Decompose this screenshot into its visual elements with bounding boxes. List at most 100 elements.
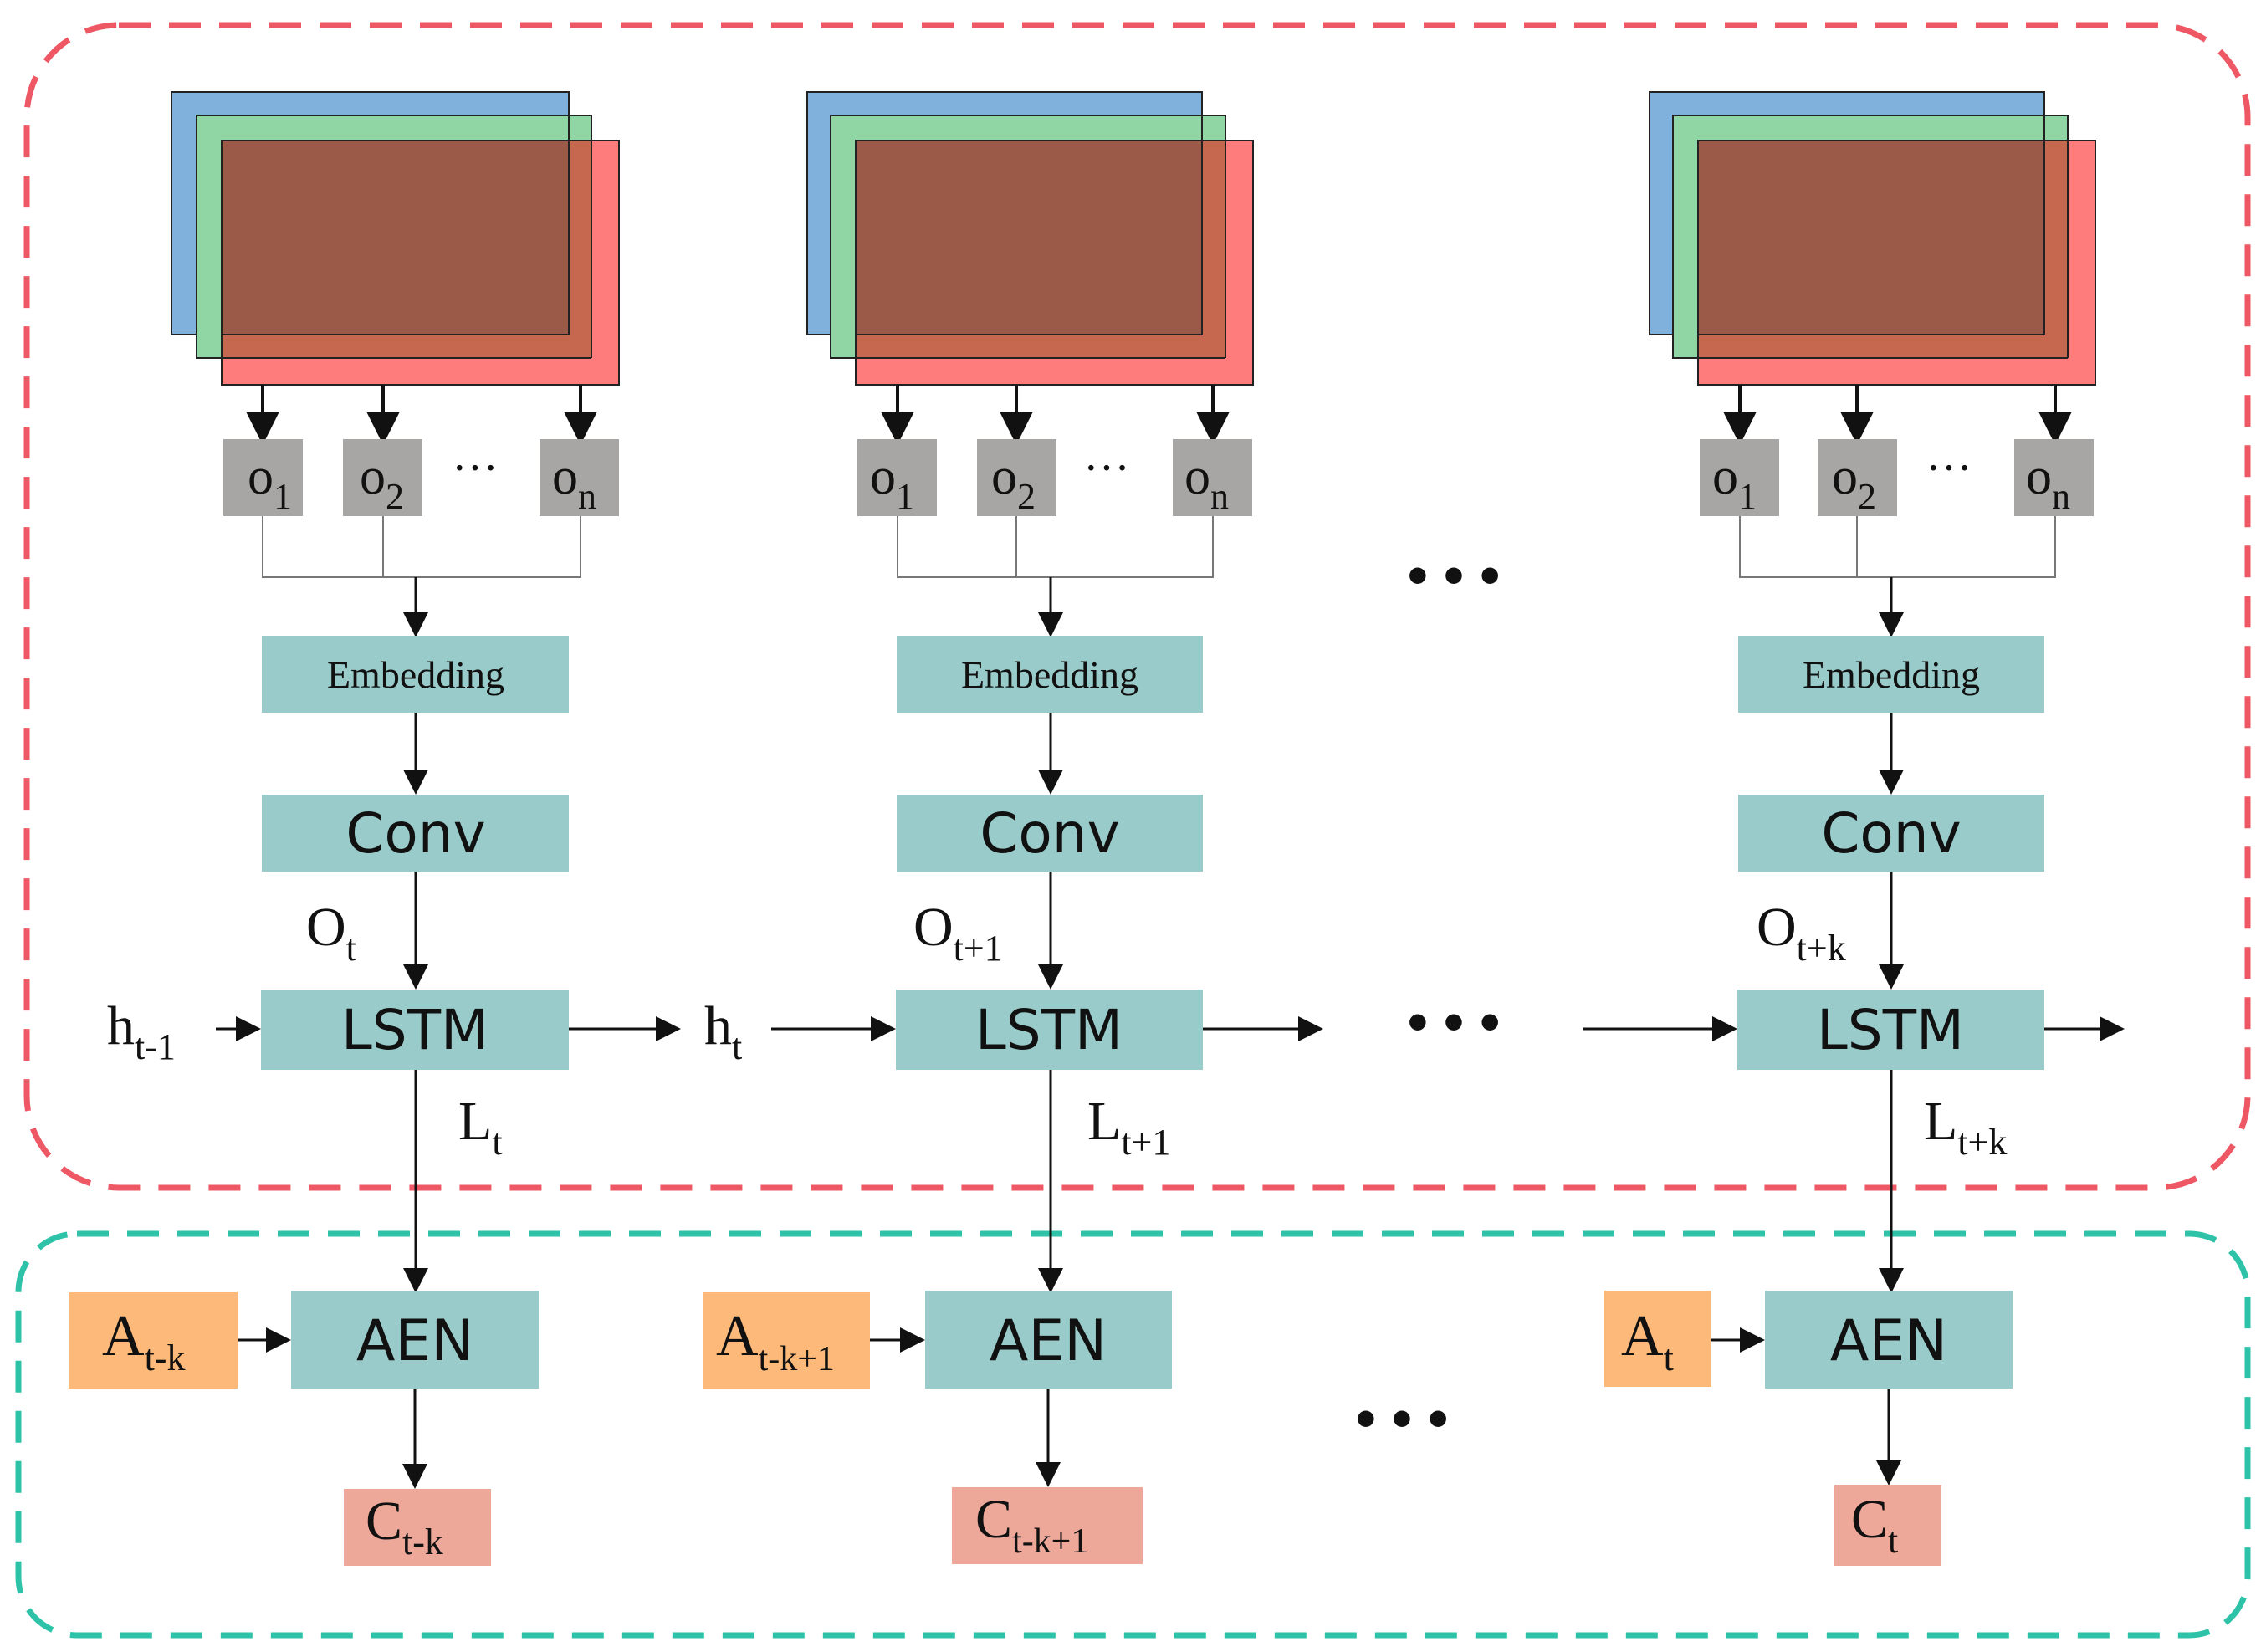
frame-overlap xyxy=(1698,141,2044,335)
encoder-region-border xyxy=(23,22,2251,1191)
frame-overlap-green-edge xyxy=(2044,141,2068,358)
observation-label: o xyxy=(2026,448,2052,505)
embedding-box xyxy=(1738,636,2044,713)
conv-box xyxy=(897,795,1203,872)
svg-text:Ct-k+1: Ct-k+1 xyxy=(975,1489,1088,1561)
svg-text:on: on xyxy=(552,448,596,517)
svg-text:Ot+k: Ot+k xyxy=(1757,897,1846,969)
svg-text:o1: o1 xyxy=(248,448,292,517)
observation-box-n: on xyxy=(540,439,619,517)
svg-text:Ct-k: Ct-k xyxy=(366,1491,443,1562)
frame-overlap xyxy=(856,141,1202,335)
hidden-state-label: h xyxy=(107,995,135,1056)
svg-text:Lt+1: Lt+1 xyxy=(1087,1091,1170,1163)
observation-box-2: o2 xyxy=(343,439,422,517)
svg-text:o2: o2 xyxy=(360,448,404,517)
observation-label: o xyxy=(248,448,274,505)
output-label: C xyxy=(975,1489,1012,1550)
output-subscript: t xyxy=(1888,1520,1898,1561)
frame-outline xyxy=(221,140,620,386)
observation-subscript: 2 xyxy=(1858,476,1876,517)
frame-outline xyxy=(855,140,1254,386)
observation-box-n: on xyxy=(2014,439,2094,517)
ellipsis-icon: • • • xyxy=(1407,989,1501,1056)
observation-ellipsis: ··· xyxy=(452,442,499,494)
svg-text:o2: o2 xyxy=(991,448,1036,517)
svg-text:on: on xyxy=(2026,448,2070,517)
action-subscript: t-k xyxy=(145,1337,186,1378)
observation-label: o xyxy=(870,448,896,505)
o-subscript: t xyxy=(346,928,356,969)
aen-label: AEN xyxy=(990,1308,1107,1374)
hidden-state-subscript: t xyxy=(732,1026,742,1067)
o-subscript: t+k xyxy=(1797,928,1846,969)
o-label: O xyxy=(306,897,346,958)
observation-label: o xyxy=(360,448,386,505)
lstm-label: LSTM xyxy=(975,998,1123,1062)
l-label: L xyxy=(458,1091,492,1152)
svg-text:Ot: Ot xyxy=(306,897,356,969)
o-subscript: t+1 xyxy=(954,928,1003,969)
observation-frames xyxy=(171,91,620,386)
aen-box xyxy=(291,1291,539,1389)
output-box xyxy=(1834,1485,1941,1566)
aen-box xyxy=(1765,1291,2013,1389)
l-subscript: t+k xyxy=(1957,1122,2007,1163)
l-label: L xyxy=(1087,1091,1121,1152)
o-label: O xyxy=(1757,897,1797,958)
output-label: C xyxy=(366,1491,402,1552)
lstm-box xyxy=(1737,990,2044,1070)
observation-frames xyxy=(1649,91,2096,386)
frame-overlap xyxy=(222,141,569,335)
column-3: o1 o2 ··· on Embedding Conv Ot+k LSTM xyxy=(1604,91,2096,1566)
observation-box-1: o1 xyxy=(1700,439,1779,517)
observation-subscript: 1 xyxy=(896,476,914,517)
svg-text:Ot+1: Ot+1 xyxy=(913,897,1003,969)
conv-label: Conv xyxy=(1821,801,1961,866)
observation-label: o xyxy=(1712,448,1738,505)
output-subscript: t-k xyxy=(402,1522,443,1562)
frame-overlap-green-edge xyxy=(1202,141,1225,358)
svg-text:o1: o1 xyxy=(1712,448,1757,517)
column-1: o1 o2 ··· on Embedding Conv Ot LSTM xyxy=(69,91,620,1566)
svg-text:Lt: Lt xyxy=(458,1091,503,1163)
column-2: o1 o2 ··· on Embedding Conv Ot+1 LSTM xyxy=(703,91,1254,1564)
lstm-box xyxy=(261,990,569,1070)
observation-box-2: o2 xyxy=(977,439,1056,517)
conv-box xyxy=(1738,795,2044,872)
action-subscript: t-k+1 xyxy=(759,1340,835,1378)
observation-box-1: o1 xyxy=(223,439,303,517)
svg-text:At-k: At-k xyxy=(102,1304,185,1378)
svg-text:on: on xyxy=(1184,448,1229,517)
observation-subscript: 2 xyxy=(386,476,404,517)
action-label: A xyxy=(102,1304,145,1368)
observation-merge-lines xyxy=(897,516,1214,578)
observation-subscript: n xyxy=(2052,476,2070,517)
action-box xyxy=(1604,1291,1711,1387)
embedding-box xyxy=(897,636,1203,713)
lstm-label: LSTM xyxy=(1817,998,1964,1062)
conv-label: Conv xyxy=(345,801,485,866)
svg-text:At: At xyxy=(1621,1304,1674,1378)
observation-label: o xyxy=(1832,448,1858,505)
observation-subscript: n xyxy=(1210,476,1229,517)
observation-box-2: o2 xyxy=(1818,439,1897,517)
embedding-box xyxy=(262,636,569,713)
lstm-box xyxy=(896,990,1203,1070)
observation-merge-lines xyxy=(1739,516,2056,578)
output-subscript: t-k+1 xyxy=(1012,1522,1088,1561)
observation-ellipsis: ··· xyxy=(1926,442,1972,494)
o-label: O xyxy=(913,897,954,958)
decoder-region-border xyxy=(15,1230,2251,1639)
observation-label: o xyxy=(991,448,1017,505)
action-label: A xyxy=(716,1304,759,1368)
output-box xyxy=(344,1489,491,1566)
aen-label: AEN xyxy=(356,1308,473,1374)
output-box xyxy=(952,1487,1143,1564)
action-subscript: t xyxy=(1664,1337,1674,1378)
svg-text:o2: o2 xyxy=(1832,448,1876,517)
ellipsis-icon: • • • xyxy=(1355,1385,1449,1452)
lstm-label: LSTM xyxy=(341,998,488,1062)
